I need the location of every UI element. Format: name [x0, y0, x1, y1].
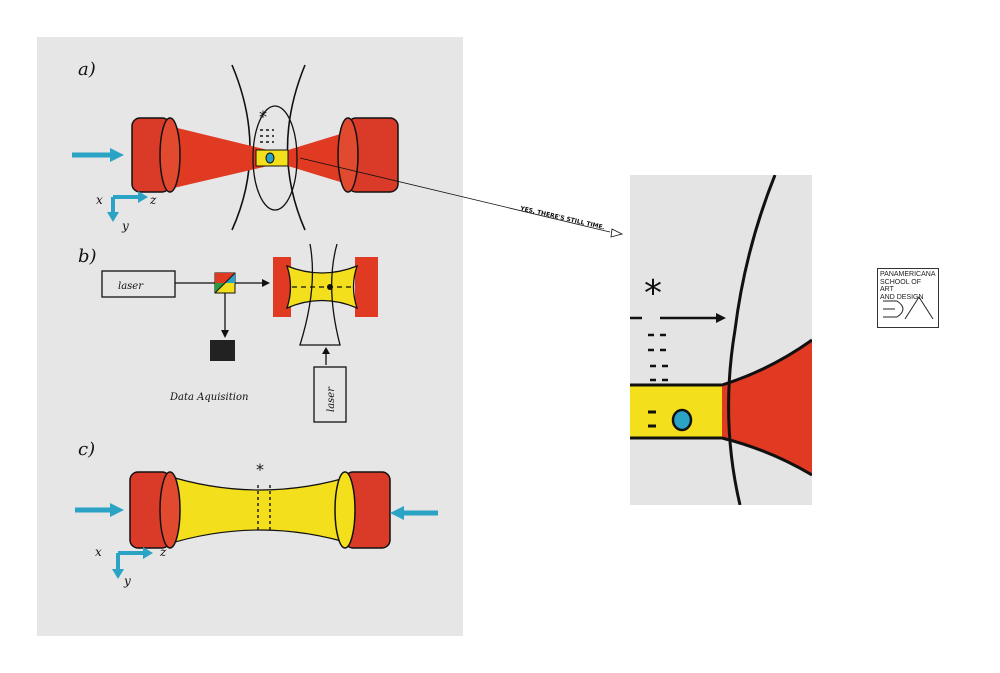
axis-z-label-c: z [159, 545, 167, 559]
laser-beam-left [165, 125, 268, 190]
detector-block [210, 340, 235, 361]
beam-splitter-cube [214, 272, 236, 294]
axis-z-label: z [149, 193, 157, 207]
panel-b-label: b) [78, 246, 97, 267]
svg-text:*: * [259, 107, 267, 126]
eda-logo-mark-icon [883, 296, 934, 320]
axis-x-label-c: x [95, 545, 102, 559]
axis-y-label: y [121, 219, 129, 233]
laser-vertical-label: laser [326, 386, 337, 412]
callout-text: YES, THERE'S STILL TIME. [519, 205, 606, 231]
callout-line [299, 157, 611, 233]
panel-a-label: a) [78, 59, 96, 80]
axis-x-label: x [96, 193, 103, 207]
logo-line-1: PANAMERICANA [880, 271, 936, 278]
panel-b: b) laser laser Data Aquisition [78, 243, 378, 423]
logo-line-3: AND DESIGN [880, 293, 924, 301]
svg-text:*: * [644, 273, 662, 314]
logo-line-2: SCHOOL OF ART [880, 278, 921, 294]
zoom-detail-panel: * [630, 175, 812, 505]
panel-c: c) * x y z [75, 439, 438, 588]
data-acquisition-label: Data Aquisition [169, 392, 248, 403]
laser-box-vertical [313, 366, 347, 423]
panel-c-label: c) [78, 439, 95, 460]
laser-box [101, 270, 176, 298]
svg-text:*: * [256, 460, 264, 479]
school-logo: PANAMERICANA SCHOOL OF ART AND DESIGN [877, 268, 939, 328]
laser-label: laser [118, 281, 144, 292]
panel-a: a) * x y z [72, 59, 399, 233]
axis-y-label-c: y [123, 574, 131, 588]
arrow-icon [110, 148, 124, 162]
